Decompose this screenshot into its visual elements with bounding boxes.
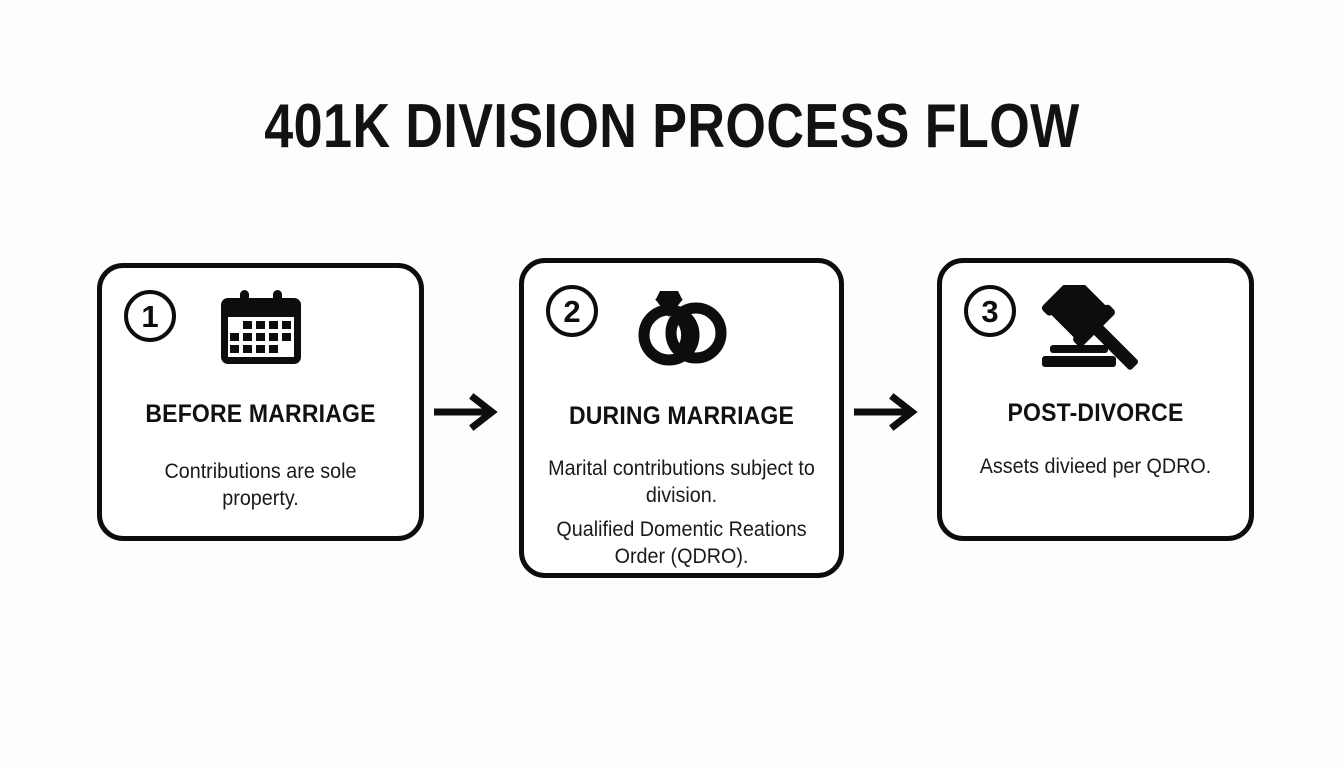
step-card-during-marriage: 2 DURING MARRIAGE Marital contributions … bbox=[519, 258, 844, 578]
page-title: 401K DIVISION PROCESS FLOW bbox=[264, 92, 1080, 161]
step-body-line: Qualified Domentic Reations Order (QDRO)… bbox=[556, 518, 807, 568]
step-card-before-marriage: 1 bbox=[97, 263, 424, 541]
step-heading-2: DURING MARRIAGE bbox=[568, 402, 795, 430]
step-body-line: Assets divieed per QDRO. bbox=[979, 455, 1212, 478]
step-body-2: Marital contributions subject to divisio… bbox=[547, 455, 817, 570]
step-body-line: Marital contributions subject to divisio… bbox=[548, 457, 815, 507]
step-number-badge-3: 3 bbox=[964, 285, 1016, 337]
step-card-post-divorce: 3 POST-DIVORCE Assets divieed per QD bbox=[937, 258, 1254, 541]
step-number-badge-1: 1 bbox=[124, 290, 176, 342]
step-number-badge-2: 2 bbox=[546, 285, 598, 337]
step-heading-1: BEFORE MARRIAGE bbox=[145, 400, 376, 428]
step-body-1: Contributions are sole property. bbox=[125, 458, 397, 512]
step-heading-3: POST-DIVORCE bbox=[1007, 399, 1184, 427]
step-body-3: Assets divieed per QDRO. bbox=[964, 453, 1226, 480]
arrow-right-icon bbox=[852, 392, 924, 432]
arrow-right-icon bbox=[432, 392, 504, 432]
step-body-line: Contributions are sole property. bbox=[164, 460, 357, 510]
